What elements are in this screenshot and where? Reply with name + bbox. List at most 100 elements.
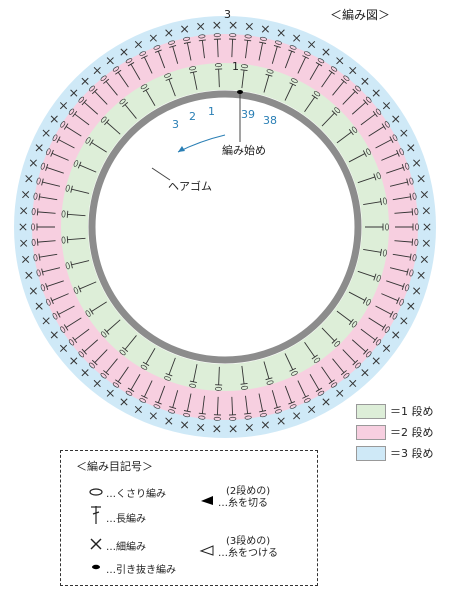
round1-chain bbox=[61, 236, 66, 244]
round2-dc-stitch bbox=[395, 223, 414, 231]
elastic-leader-line bbox=[151, 167, 171, 181]
sc-stitch bbox=[42, 129, 50, 137]
round2-dc-stitch bbox=[386, 164, 405, 174]
round2-chain bbox=[244, 415, 252, 420]
round2-dc-stitch bbox=[342, 88, 359, 105]
round2-dc-stitch bbox=[154, 49, 166, 69]
round2-dc-stitch bbox=[45, 164, 64, 174]
start-slip-stitch bbox=[237, 90, 243, 94]
round2-chain bbox=[78, 351, 85, 358]
sc-stitch bbox=[35, 302, 43, 310]
round2-dc-stitch bbox=[141, 55, 153, 74]
round2-chain bbox=[33, 192, 38, 200]
round1-chain bbox=[291, 371, 298, 376]
round1-chain bbox=[73, 160, 79, 167]
round1-dc-stitch bbox=[66, 210, 86, 218]
sc-stitch bbox=[106, 389, 114, 397]
round2-dc-stitch bbox=[258, 393, 267, 413]
round2-dc-stitch bbox=[56, 305, 75, 318]
round2-chain bbox=[100, 373, 107, 379]
round2-dc-stitch bbox=[244, 39, 252, 59]
round2-dc-stitch bbox=[169, 390, 179, 409]
round2-chain bbox=[409, 269, 414, 277]
round1-chain bbox=[334, 107, 341, 114]
round1-dc-stitch bbox=[363, 198, 382, 206]
sc-stitch bbox=[400, 129, 408, 137]
round1-chain bbox=[214, 386, 223, 391]
inner-white bbox=[88, 90, 362, 364]
legend-swatch-round1 bbox=[356, 403, 386, 419]
round1-chain bbox=[291, 78, 298, 83]
round2-dc-stitch bbox=[309, 373, 323, 392]
sc-stitch bbox=[349, 66, 357, 75]
round1-chain bbox=[189, 66, 197, 71]
sc-stitch bbox=[120, 398, 128, 406]
round2-chain bbox=[384, 326, 390, 333]
round2-dc-stitch bbox=[332, 78, 347, 96]
slip-label: …引き抜き編み bbox=[106, 565, 176, 576]
round2-chain bbox=[89, 362, 95, 369]
round1-dc-stitch bbox=[304, 341, 318, 360]
sc-stitch bbox=[277, 417, 285, 425]
round2-chain bbox=[68, 339, 75, 346]
round2-chain bbox=[168, 409, 176, 414]
round2-dc-stitch bbox=[198, 39, 206, 59]
round1-chain bbox=[65, 184, 70, 192]
round2-dc-stitch bbox=[297, 55, 309, 74]
round2-chain bbox=[392, 312, 398, 320]
sc-stitch bbox=[336, 389, 344, 397]
round2-chain bbox=[198, 34, 206, 39]
round2-chain bbox=[274, 409, 282, 414]
sc-stitch bbox=[59, 344, 68, 352]
sc-stitch bbox=[322, 398, 330, 406]
sc-stitch bbox=[93, 379, 101, 388]
round1-chain bbox=[240, 64, 249, 69]
round1-dc-stitch bbox=[89, 301, 107, 315]
round1-dc-stitch bbox=[336, 129, 354, 144]
round2-dc-stitch bbox=[297, 380, 309, 399]
sc-stitch bbox=[417, 271, 425, 279]
round1-chain bbox=[119, 349, 126, 356]
round2-chain bbox=[274, 40, 282, 45]
round1-dc-stitch bbox=[142, 348, 156, 366]
round2-dc-stitch bbox=[115, 366, 129, 385]
round2-chain bbox=[303, 51, 311, 56]
legend-round1: ＝1 段め bbox=[356, 403, 434, 419]
round2-dc-stitch bbox=[81, 339, 99, 355]
round2-chain bbox=[317, 58, 325, 64]
round1-chain bbox=[382, 249, 387, 257]
round2-dc-stitch bbox=[213, 38, 221, 58]
attach-label: …糸をつける bbox=[218, 548, 278, 559]
round1-dc-stitch bbox=[263, 73, 273, 93]
round2-dc-stitch bbox=[392, 193, 412, 201]
sc-stitch bbox=[372, 89, 380, 97]
sc-stitch bbox=[197, 22, 205, 31]
sc-stitch bbox=[392, 115, 400, 123]
sc-stitch bbox=[149, 412, 157, 420]
legend-label-round3: ＝3 段め bbox=[390, 447, 434, 460]
round1-chain bbox=[266, 69, 274, 74]
round2-chain bbox=[60, 326, 66, 333]
round1-dc-stitch bbox=[215, 68, 223, 88]
round2-chain bbox=[112, 382, 120, 388]
round2-dc-stitch bbox=[141, 380, 153, 399]
sc-stitch bbox=[245, 22, 253, 31]
round2-chain bbox=[183, 36, 191, 41]
round1-dc-stitch bbox=[304, 94, 318, 113]
round1-dc-stitch bbox=[70, 260, 90, 269]
legend-swatch-round2 bbox=[356, 424, 386, 440]
round2-chain bbox=[343, 373, 350, 379]
round1-chain bbox=[85, 310, 91, 317]
round2-chain bbox=[229, 33, 237, 38]
round1-dc-stitch bbox=[104, 119, 121, 135]
round2-dc-stitch bbox=[394, 208, 414, 216]
round1-chain bbox=[61, 210, 66, 218]
round2-chain bbox=[414, 208, 419, 216]
round2-dc-stitch bbox=[351, 99, 369, 115]
sc-stitch bbox=[392, 331, 400, 339]
round1-dc-stitch bbox=[240, 69, 248, 89]
round2-chain bbox=[414, 238, 419, 246]
round2-dc-stitch bbox=[332, 358, 347, 376]
round2-dc-stitch bbox=[351, 339, 369, 355]
sc-stitch bbox=[165, 29, 173, 37]
